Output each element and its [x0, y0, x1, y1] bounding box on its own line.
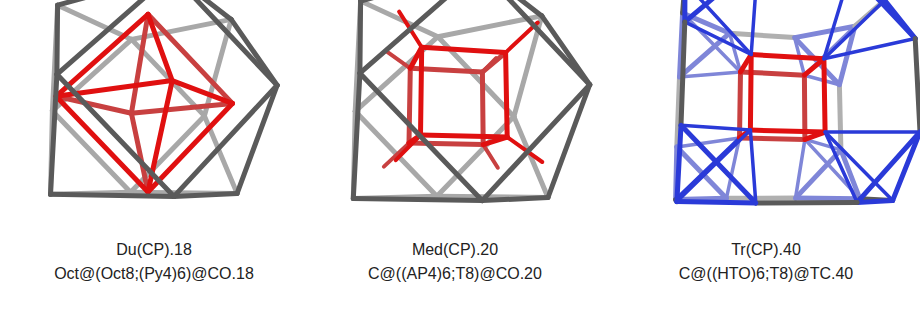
polyhedron-edge — [825, 130, 920, 134]
structure-name: Du(CP).18 — [4, 240, 304, 260]
polyhedron-edge — [361, 1, 438, 37]
polyhedron-edge — [56, 96, 148, 192]
polyhedron-edge — [685, 0, 758, 22]
polyhedron-edge — [804, 59, 824, 75]
polyhedron-edge — [409, 143, 483, 145]
polyhedron-edge — [825, 132, 857, 202]
polyhedron-edge — [681, 22, 685, 125]
polyhedron-edge — [685, 22, 751, 55]
polyhedron-edge — [387, 52, 410, 69]
polyhedron-edge — [174, 193, 237, 196]
polyhedron-edge — [353, 199, 482, 201]
polyhedron-edge — [482, 198, 548, 201]
polyhedron-edge — [409, 68, 410, 143]
polyhedron-edge — [361, 0, 480, 1]
polyhedron-edge — [750, 130, 755, 203]
polyhedron-edge — [480, 72, 486, 145]
polyhedron-edge — [804, 26, 855, 75]
polyhedron-edge — [750, 130, 825, 132]
polyhedron-edge — [677, 130, 751, 202]
polyhedron-edge — [57, 0, 172, 74]
polyhedron-edge — [857, 132, 920, 203]
polyhedron-edge — [384, 143, 409, 167]
polyhedron-edge — [676, 138, 740, 200]
polyhedron-edge — [421, 135, 508, 137]
polyhedron-edge — [677, 125, 681, 201]
polyhedron-edge — [57, 74, 174, 196]
polyhedron-edge — [357, 1, 363, 73]
polyhedron-edge — [360, 0, 480, 73]
structure-formula: C@((HTO)6;T8)@TC.40 — [616, 264, 916, 284]
polyhedron-edge — [915, 39, 920, 132]
polyhedron-edge — [681, 125, 756, 203]
polyhedron-edge — [824, 39, 915, 59]
polyhedron-edge — [751, 55, 824, 59]
polyhedron-edge — [131, 103, 232, 113]
polyhedron-edge — [58, 5, 132, 39]
polyhedron-edge — [851, 0, 915, 39]
polyhedron-edge — [353, 73, 360, 198]
polyhedron-edge — [839, 85, 841, 150]
polyhedron-edge — [421, 47, 422, 135]
polyhedron-edge — [482, 53, 505, 73]
polyhedron-edge — [683, 13, 741, 72]
polyhedron-edge — [730, 33, 795, 37]
structure-formula: C@((AP4)6;T8)@CO.20 — [305, 264, 605, 284]
polyhedron-edge — [54, 5, 60, 74]
polyhedron-edge — [51, 194, 175, 196]
polyhedron-edge — [396, 135, 421, 160]
polyhedron-edge — [422, 47, 506, 52]
polyhedron-edge — [825, 132, 893, 200]
polyhedron-edge — [748, 55, 754, 131]
polyhedron-edge — [360, 73, 482, 200]
polyhedron-edge — [52, 111, 130, 192]
polyhedron-edge — [677, 202, 756, 203]
polyhedron-edge — [824, 0, 851, 59]
polyhedron-edge — [482, 85, 590, 201]
polyhedron-edge — [355, 111, 437, 196]
polyhedron-edge — [506, 53, 508, 138]
polyhedron-edge — [514, 117, 548, 198]
polyhedron-edge — [751, 0, 758, 55]
polyhedron-edge — [893, 132, 920, 201]
polyhedron-edge — [172, 81, 232, 104]
polyhedron-edge — [796, 139, 805, 198]
polyhedron-edge — [548, 85, 590, 198]
polyhedron-edge — [148, 14, 172, 80]
polyhedron-edge — [756, 200, 857, 206]
polyhedron-edge — [172, 0, 277, 85]
polyhedron-edge — [237, 85, 277, 193]
structure-name: Tr(CP).40 — [616, 240, 916, 260]
polyhedron-edge — [685, 0, 751, 55]
polyhedron-edge — [857, 200, 893, 202]
structure-formula: Oct@(Oct8;(Py4)6)@CO.18 — [4, 264, 304, 284]
polyhedron-edge — [680, 72, 741, 77]
polyhedron-edge — [58, 0, 172, 5]
structure-name: Med(CP).20 — [305, 240, 605, 260]
polyhedron-edge — [174, 85, 277, 196]
polyhedron-edge — [437, 117, 514, 197]
polyhedron-edge — [681, 125, 750, 130]
polyhedron-edge — [824, 59, 825, 132]
polyhedron-edge — [480, 0, 590, 85]
polyhedron-edge — [726, 196, 795, 201]
polyhedron-edge — [483, 145, 498, 168]
polyhedron-edge — [51, 74, 57, 194]
